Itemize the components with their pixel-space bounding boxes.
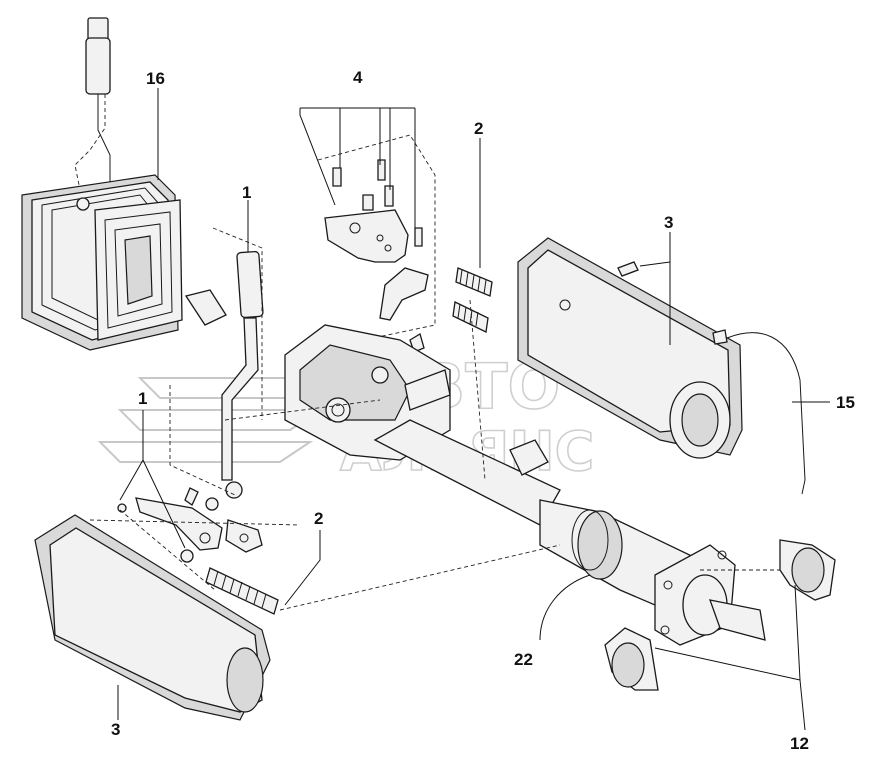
- shift-lever-rod: [184, 250, 264, 499]
- linkage-plates: [117, 487, 263, 563]
- leader-lines: [117, 88, 830, 731]
- callout-4-leaders: [299, 107, 416, 228]
- lever-knob-top: [74, 17, 111, 201]
- bellows-boot: [21, 174, 183, 351]
- callout-16: 16: [146, 69, 165, 88]
- callout-1-left: 1: [138, 389, 147, 408]
- bush-halves: [604, 539, 836, 691]
- locking-plate-assembly: [317, 134, 436, 346]
- callout-2-top: 2: [474, 119, 483, 138]
- part-15-wire: [726, 332, 806, 495]
- callout-22: 22: [514, 650, 533, 669]
- assembly-dashed-lines: [89, 227, 780, 611]
- spring-bottom: [205, 567, 279, 615]
- callout-1-top: 1: [242, 183, 251, 202]
- callout-15: 15: [836, 393, 855, 412]
- lower-cover: [34, 514, 271, 721]
- spring-top-pair: [409, 267, 493, 353]
- callout-3-right: 3: [664, 213, 673, 232]
- callout-4: 4: [353, 68, 363, 87]
- upper-cover: [517, 237, 743, 459]
- callout-2-bottom: 2: [314, 509, 323, 528]
- callout-12: 12: [790, 734, 809, 753]
- callout-3-bottom: 3: [111, 720, 120, 739]
- shift-shaft: [373, 419, 766, 646]
